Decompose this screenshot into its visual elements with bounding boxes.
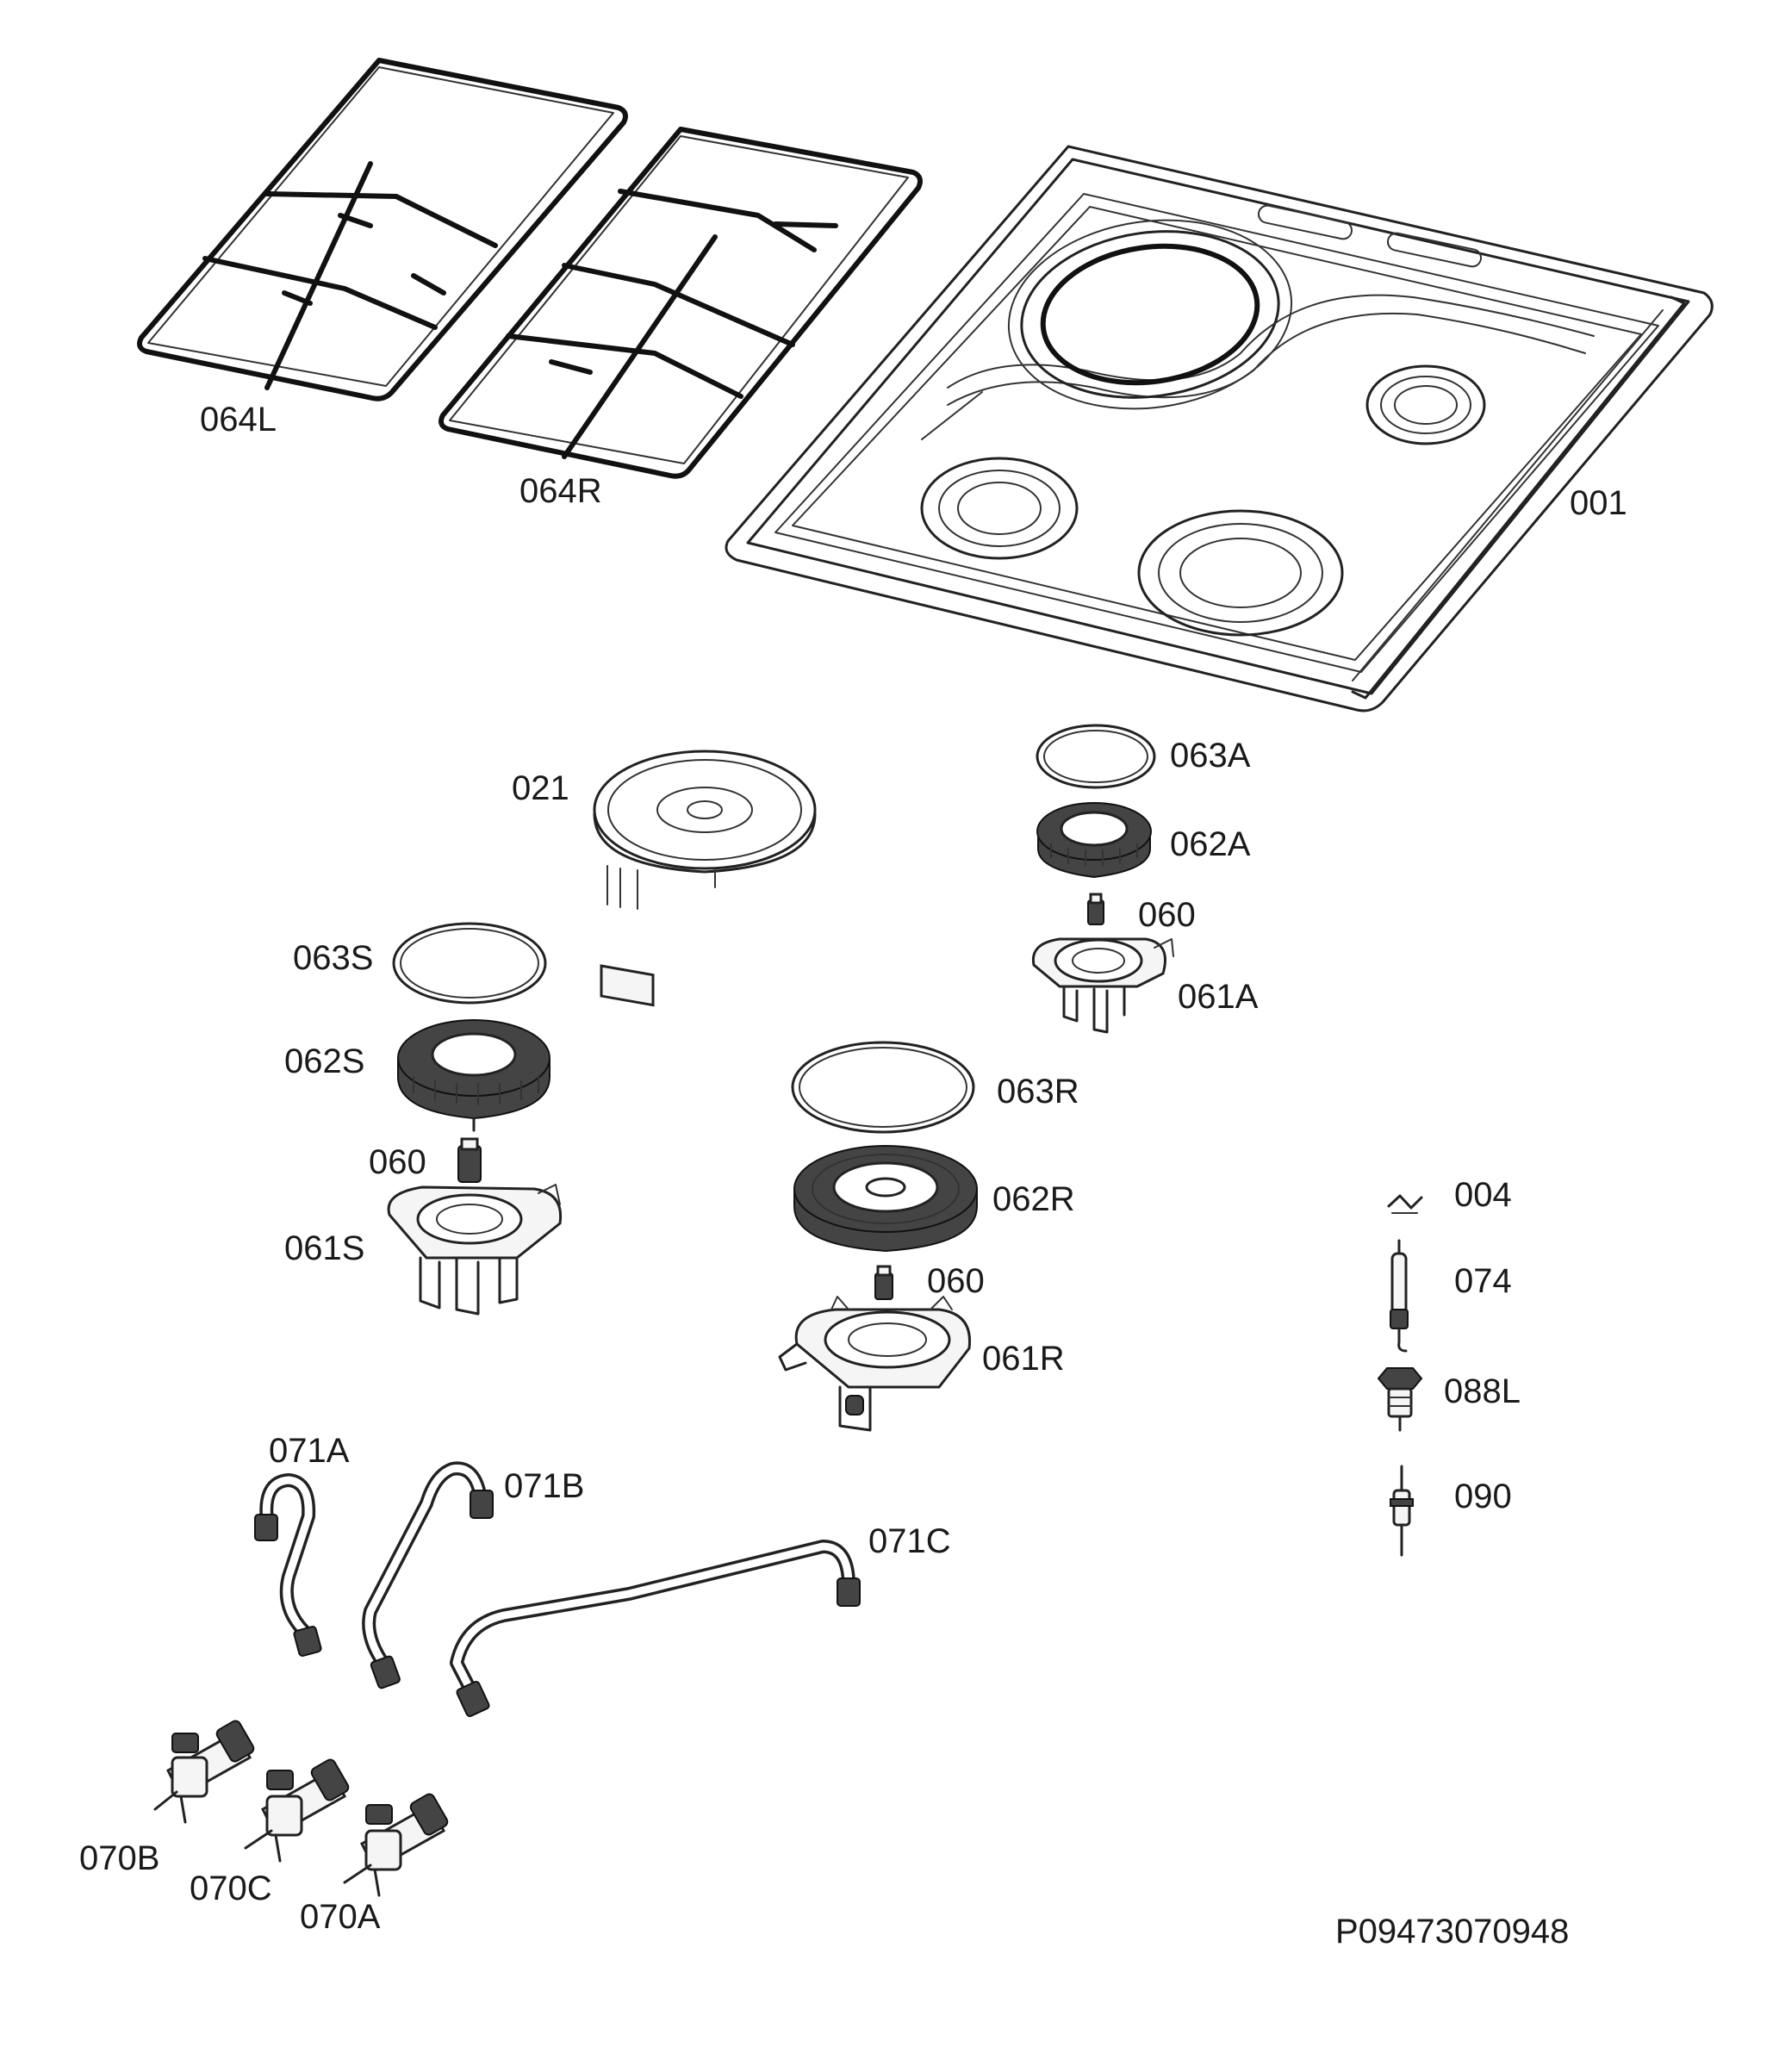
label-061A: 061A <box>1178 978 1259 1016</box>
hob-top-001 <box>725 145 1714 712</box>
injector-060-a <box>1087 893 1104 925</box>
gas-pipe-071A <box>254 1473 322 1657</box>
igniter-074 <box>1390 1239 1409 1353</box>
label-061R: 061R <box>982 1340 1065 1378</box>
label-060-s: 060 <box>369 1143 426 1181</box>
label-062R: 062R <box>992 1180 1075 1218</box>
label-062A: 062A <box>1170 825 1251 863</box>
pan-support-064L <box>137 58 628 401</box>
label-063R: 063R <box>997 1073 1079 1111</box>
thermocouple-090 <box>1390 1465 1414 1557</box>
burner-body-061A <box>1031 937 1174 1034</box>
injector-060-r <box>874 1265 893 1300</box>
label-063S: 063S <box>293 939 373 977</box>
label-060-r: 060 <box>927 1262 985 1300</box>
label-071B: 071B <box>504 1467 584 1505</box>
pan-support-064R <box>439 127 923 479</box>
label-064R: 064R <box>519 472 602 510</box>
label-070B: 070B <box>79 1839 159 1877</box>
drawing-code: P09473070948 <box>1335 1913 1569 1951</box>
burner-cap-063S <box>392 922 547 1005</box>
injector-060-s <box>457 1137 482 1183</box>
burner-crown-062A <box>1036 802 1152 879</box>
label-070C: 070C <box>190 1870 272 1907</box>
gas-pipe-071C <box>450 1540 861 1718</box>
hotplate-021 <box>593 750 817 1007</box>
label-090: 090 <box>1454 1478 1512 1515</box>
label-064L: 064L <box>200 401 277 439</box>
burner-body-061R <box>778 1296 972 1432</box>
label-074: 074 <box>1454 1262 1512 1300</box>
label-062S: 062S <box>284 1042 364 1080</box>
label-001: 001 <box>1570 484 1627 522</box>
label-070A: 070A <box>300 1898 381 1936</box>
burner-cap-063A <box>1036 724 1156 789</box>
label-061S: 061S <box>284 1229 364 1267</box>
label-021: 021 <box>512 769 569 807</box>
label-004: 004 <box>1454 1176 1512 1214</box>
gas-tap-070A <box>343 1793 449 1897</box>
clip-004 <box>1387 1194 1423 1214</box>
burner-body-061S <box>387 1184 563 1316</box>
burner-cap-063R <box>791 1041 975 1134</box>
gas-pipe-071B <box>362 1461 494 1689</box>
label-071A: 071A <box>269 1432 350 1470</box>
burner-crown-062S <box>397 1019 550 1132</box>
thermocouple-nut-088L <box>1377 1367 1423 1432</box>
gas-tap-070C <box>244 1758 350 1863</box>
label-063A: 063A <box>1170 737 1251 775</box>
burner-crown-062R <box>793 1145 978 1253</box>
gas-tap-070B <box>153 1720 255 1824</box>
label-088L: 088L <box>1444 1372 1521 1410</box>
label-071C: 071C <box>868 1522 951 1560</box>
label-060-a: 060 <box>1138 896 1196 934</box>
